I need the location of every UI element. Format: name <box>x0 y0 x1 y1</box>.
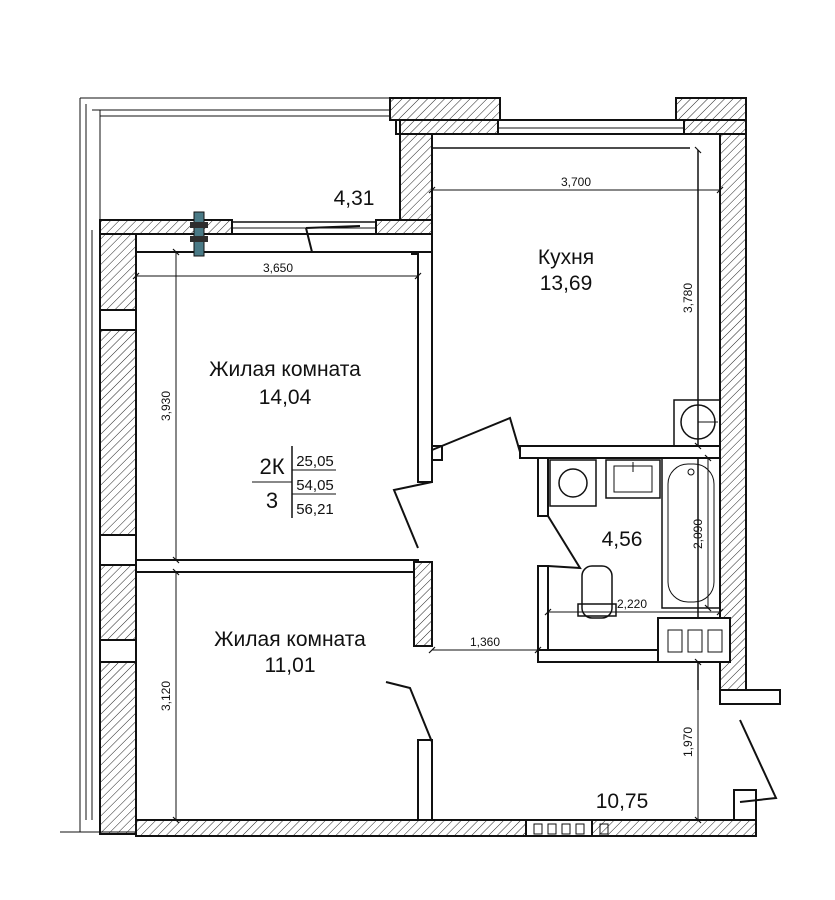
riser-element <box>190 211 208 257</box>
dim-corridor-width: 1,360 <box>470 635 500 649</box>
wall-bottom-right <box>591 819 757 837</box>
door-entrance <box>739 719 778 803</box>
door-bathroom <box>547 515 582 570</box>
living-room-2-area: 11,01 <box>265 654 316 677</box>
wall-right-exterior <box>719 133 747 695</box>
kitchen-area: 13,69 <box>540 272 593 295</box>
living-area-value: 25,05 <box>296 453 334 470</box>
apartment-floor: 3 <box>266 488 278 513</box>
living-room-1-name: Жилая комната <box>209 358 361 381</box>
dim-room2-depth: 3,120 <box>159 681 173 711</box>
washing-machine <box>549 459 597 507</box>
doors <box>305 225 778 803</box>
hallway-area: 10,75 <box>596 790 649 813</box>
wall-top-block-2 <box>675 97 747 121</box>
dim-kitchen-width: 3,700 <box>561 175 591 189</box>
total-area-value: 54,05 <box>296 477 334 494</box>
balcony-area: 4,31 <box>334 187 375 210</box>
living-room-1-area: 14,04 <box>259 386 312 409</box>
utility-boxes <box>667 629 723 653</box>
wall-kitchen-left <box>399 133 433 235</box>
dim-hall-depth: 1,970 <box>681 727 695 757</box>
bathtub <box>661 457 721 609</box>
door-room2 <box>385 681 433 743</box>
wall-room1-top-left <box>99 219 233 235</box>
wall-room2-right <box>413 561 433 647</box>
living-room-2-name: Жилая комната <box>214 628 366 651</box>
wall-top-block-1 <box>389 97 501 121</box>
door-balcony <box>305 225 361 253</box>
entrance-grille <box>533 823 609 835</box>
door-room1 <box>392 481 433 549</box>
washbasin <box>605 459 661 499</box>
apartment-type: 2К <box>259 454 284 479</box>
dim-room1-width: 3,650 <box>263 261 293 275</box>
dim-bath-width: 2,220 <box>617 597 647 611</box>
apartment-badge: 2К 3 25,05 54,05 56,21 <box>252 446 336 518</box>
door-kitchen <box>431 416 521 453</box>
toilet <box>577 565 617 619</box>
dim-bath-height: 2,090 <box>691 519 705 549</box>
total-with-balcony-value: 56,21 <box>296 501 334 518</box>
structure-walls <box>60 97 781 837</box>
dim-kitchen-depth: 3,780 <box>681 283 695 313</box>
kitchen-name: Кухня <box>538 246 594 269</box>
dim-room1-depth: 3,930 <box>159 391 173 421</box>
bathroom-area: 4,56 <box>602 528 643 551</box>
dimension-lines <box>132 146 724 824</box>
kitchen-sink <box>673 399 721 447</box>
wall-bottom-left <box>135 819 527 837</box>
